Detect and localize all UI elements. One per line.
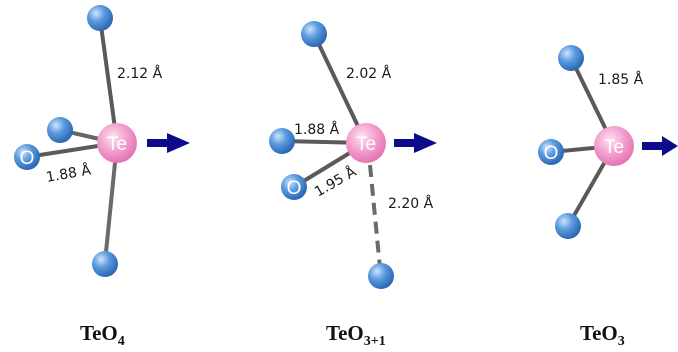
oxygen-atom-left	[269, 128, 295, 154]
tellurium-label: Te	[356, 134, 376, 155]
formula-caption: TeO3+1	[326, 321, 386, 349]
arrow-icon	[394, 133, 437, 153]
tellurium-atom	[594, 126, 634, 166]
bond-length-label: 1.88 Å	[45, 161, 93, 186]
bond-length-label: 2.20 Å	[388, 195, 434, 212]
oxygen-atom-bottom	[92, 251, 118, 277]
tellurium-atom	[346, 123, 386, 163]
oxygen-atom-top	[87, 5, 113, 31]
bond-length-label: 2.02 Å	[346, 65, 392, 82]
oxygen-label: O	[544, 143, 559, 164]
oxygen-atom-lower-left	[281, 174, 307, 200]
structure-teo4: O Te 2.12 Å 1.88 Å TeO4	[14, 5, 190, 349]
tellurium-label: Te	[604, 137, 624, 158]
tellurium-atom	[97, 123, 137, 163]
bond-top	[312, 33, 368, 144]
oxygen-atom-top	[558, 45, 584, 71]
arrow-icon	[642, 136, 678, 156]
bond-length-label: 1.88 Å	[294, 121, 340, 138]
bond-length-label: 2.12 Å	[117, 65, 163, 82]
structure-teo3-plus-1: O Te 2.02 Å 1.88 Å 1.95 Å 2.20 Å TeO3+1	[269, 21, 437, 349]
bond-long-dashed	[368, 164, 382, 269]
oxygen-atom-bottom	[368, 263, 394, 289]
bond-top	[98, 17, 119, 144]
formula-caption: TeO4	[80, 321, 125, 349]
oxygen-atom-left	[538, 139, 564, 165]
oxygen-atom-bottom	[555, 213, 581, 239]
oxygen-atom-top	[301, 21, 327, 47]
oxygen-label: O	[287, 178, 302, 199]
formula-caption: TeO3	[580, 321, 625, 349]
bond-length-label: 1.85 Å	[598, 71, 644, 88]
oxygen-atom-left	[14, 144, 40, 170]
arrow-icon	[147, 133, 190, 153]
bond-length-label: 1.95 Å	[312, 163, 360, 201]
oxygen-atom-upper-left	[47, 117, 73, 143]
tellurium-label: Te	[107, 134, 127, 155]
oxygen-label: O	[20, 148, 35, 169]
structure-teo3: O Te 1.85 Å TeO3	[538, 45, 678, 349]
